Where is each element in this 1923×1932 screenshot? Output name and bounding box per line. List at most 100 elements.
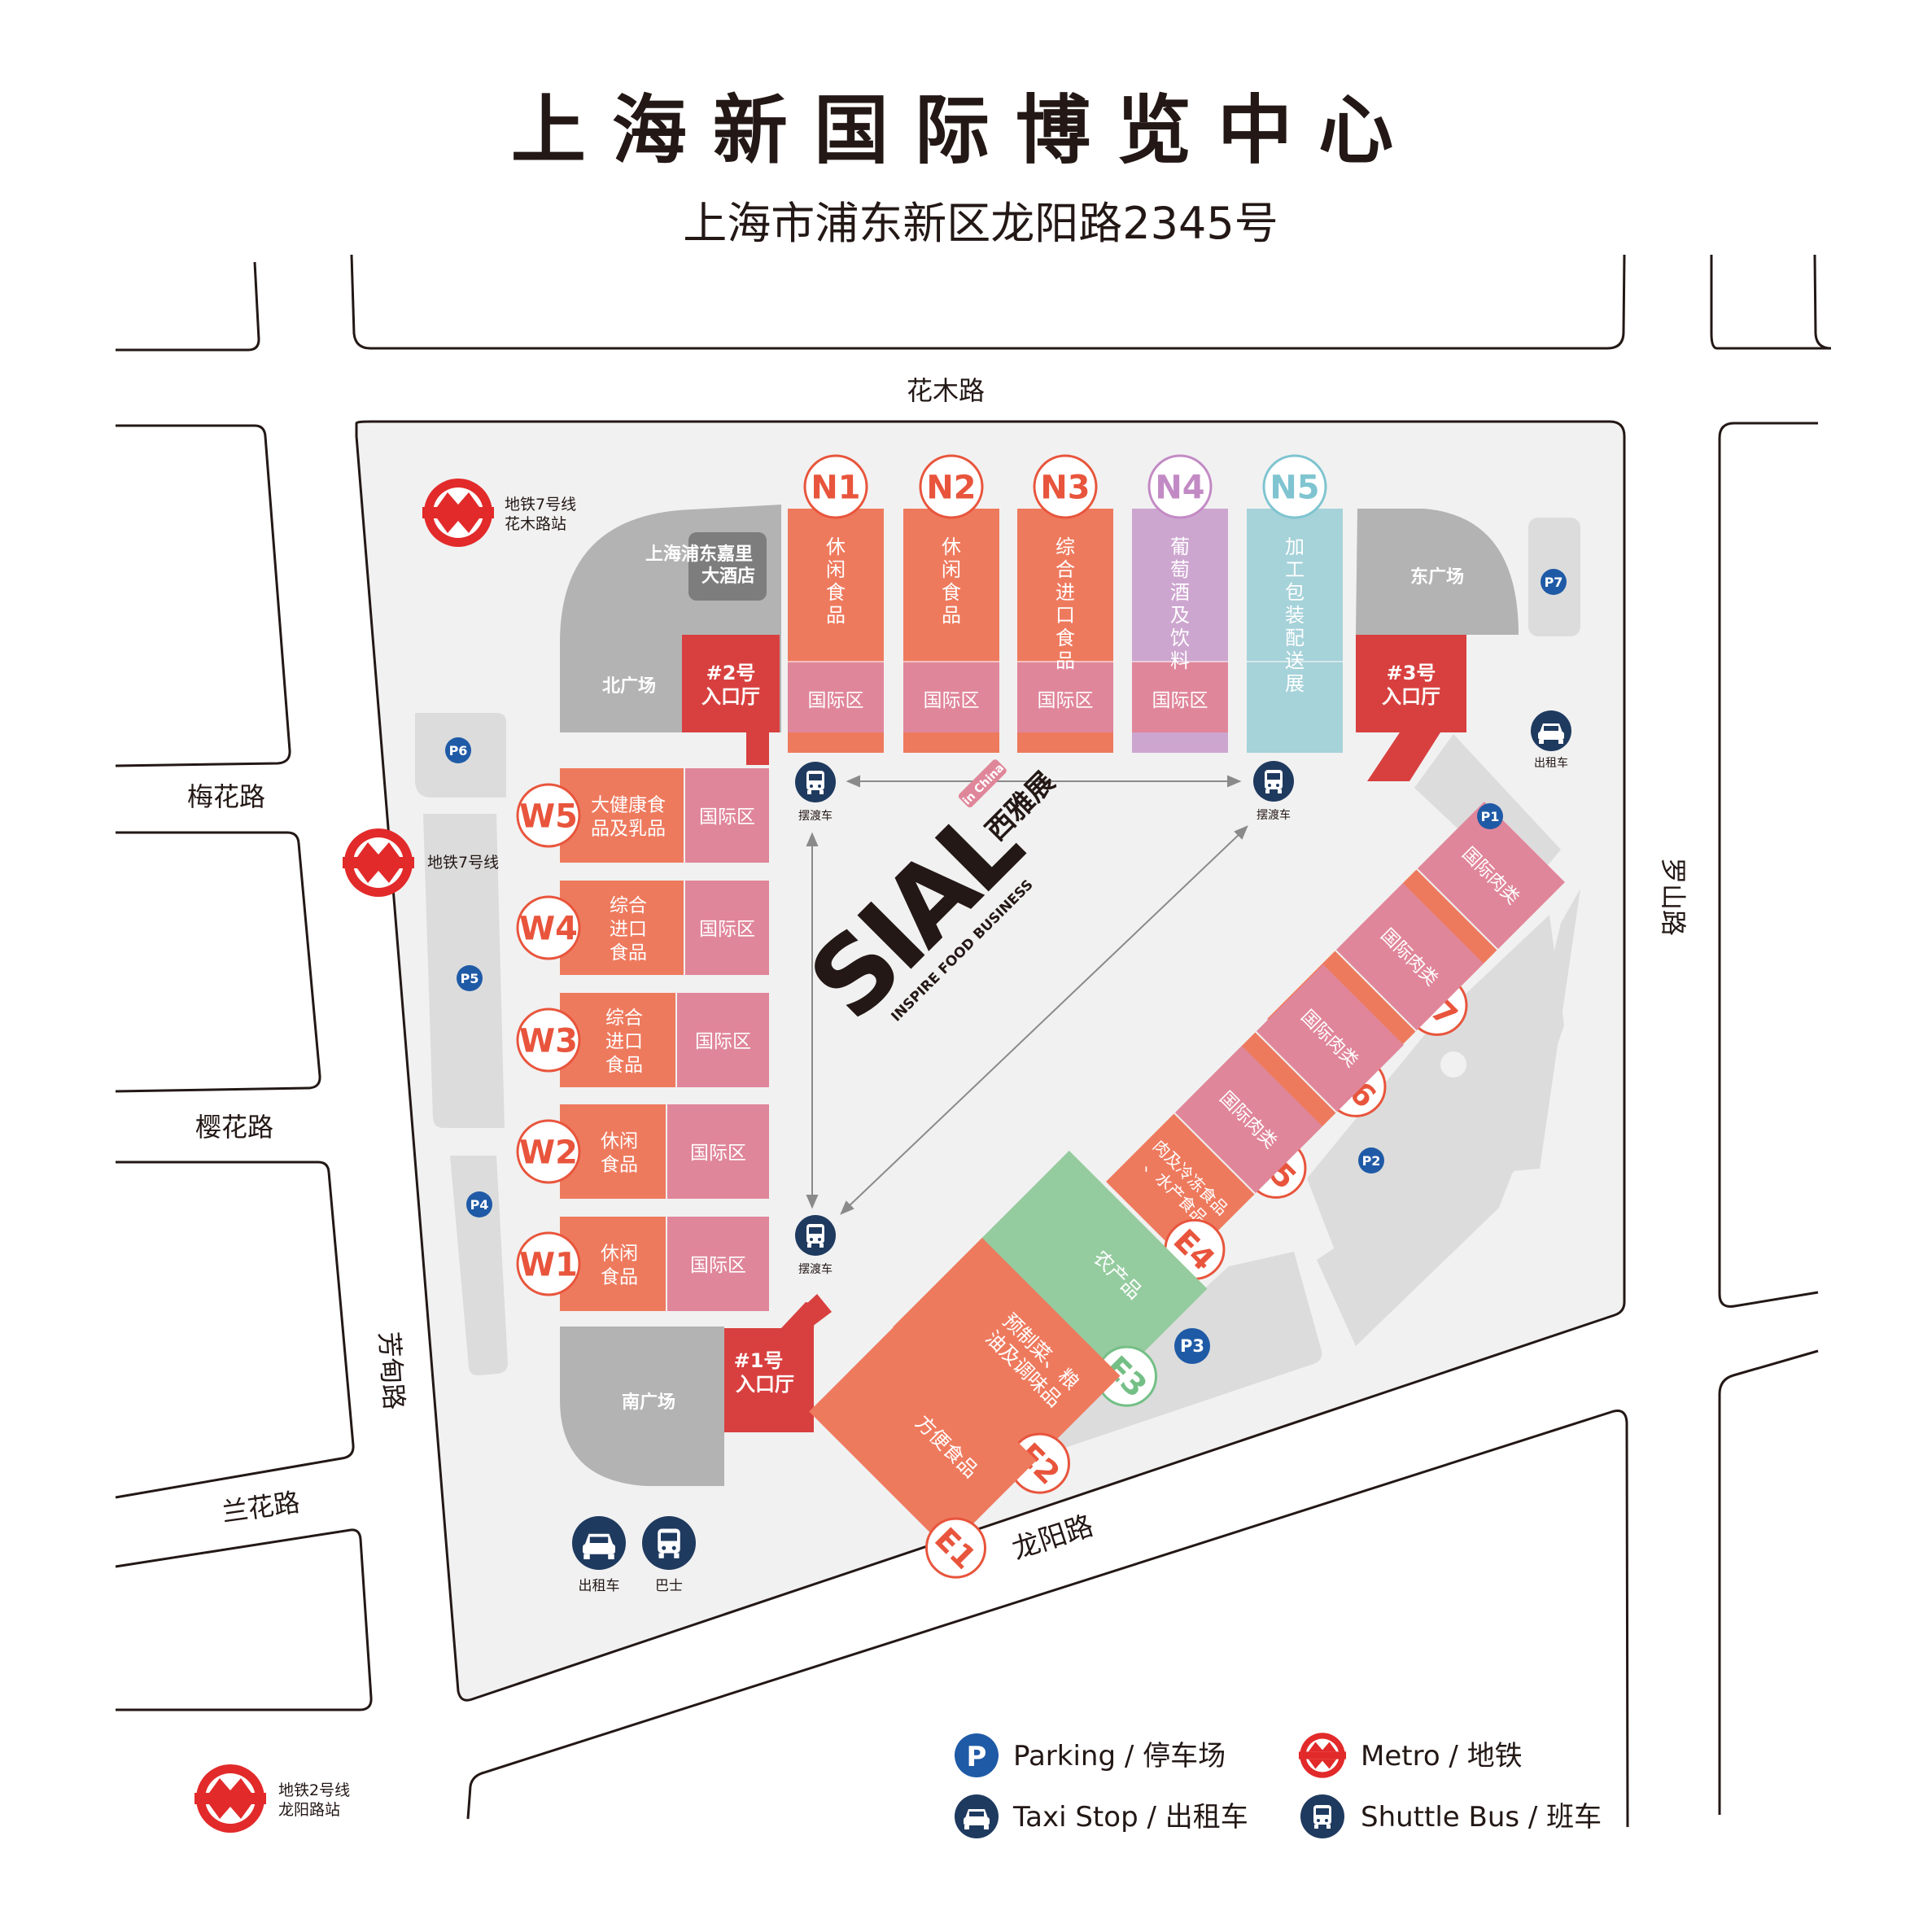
legend-shuttle: Shuttle Bus / 班车 (1300, 1794, 1602, 1838)
hall-w1-label1: 休闲 (601, 1244, 638, 1265)
svg-text:P: P (967, 1741, 987, 1773)
hall-e6-intl-zone[interactable] (1335, 883, 1484, 1031)
hall-w5-intl-zone[interactable] (685, 768, 769, 863)
parking-icon (1477, 803, 1503, 829)
east-halls: 国际肉类肉类E7国际肉类肉类E6国际肉类肉类E5国际肉类肉及冷冻食品、水产食品E… (793, 802, 1565, 1589)
hall-w3-label1: 综合 (605, 1008, 643, 1029)
shuttle-stop-sw[interactable]: 摆渡车 (795, 1215, 836, 1276)
shuttle-stop-ne[interactable]: 摆渡车 (1253, 761, 1294, 822)
hall-n2[interactable]: 国际区 休闲食品 N2 (903, 454, 999, 753)
parking-lot-p4 (450, 1156, 508, 1375)
hall-n5-badge-label: N5 (1270, 469, 1319, 506)
parking-marker-p1[interactable]: P1 (1477, 803, 1503, 829)
taxi-stop-label: 出租车 (579, 1578, 620, 1594)
bus-stop-south[interactable]: 巴士 (642, 1516, 696, 1594)
parking-marker-p2[interactable]: P2 (1358, 1147, 1384, 1174)
hall-w3-intl-zone[interactable] (677, 993, 769, 1087)
hall-w5-label2: 品及乳品 (591, 819, 666, 840)
parking-marker-label: P3 (1180, 1336, 1204, 1356)
parking-marker-p4[interactable]: P4 (466, 1191, 492, 1217)
hall-w5-badge: W5 (516, 783, 581, 848)
metro-line7[interactable]: 地铁7号线 (343, 828, 499, 897)
legend-taxi: Taxi Stop / 出租车 (955, 1794, 1248, 1838)
hall-n2-badge-label: N2 (926, 469, 976, 506)
hall-e5-intl-zone[interactable] (1256, 964, 1404, 1112)
hall-w5-intl-label: 国际区 (699, 806, 755, 828)
hall-n1-badge-label: N1 (811, 469, 860, 506)
parking-lot-p3 (1024, 1252, 1322, 1455)
parking-marker-label: P6 (449, 743, 468, 758)
taxi-stop-east[interactable]: 出租车 (1531, 710, 1571, 770)
hall-n2-intl-label: 国际区 (924, 690, 980, 711)
hall-n3-intl-zone[interactable] (1017, 662, 1113, 732)
parking-icon (955, 1733, 999, 1777)
legend-shuttle-label: Shuttle Bus / 班车 (1361, 1801, 1602, 1834)
hall-n4-intl-zone[interactable] (1132, 662, 1228, 732)
hall-n3-label: 综合进口食品 (1055, 535, 1075, 672)
metro-huamu[interactable]: 地铁7号线 花木路站 (422, 479, 576, 547)
parking-marker-p7[interactable]: P7 (1541, 569, 1567, 595)
north-plaza-label: 北广场 (602, 675, 656, 697)
hall-n5-label: 加工包装配送展 (1285, 535, 1305, 695)
taxi-stop-south[interactable]: 出租车 (572, 1516, 626, 1594)
entrance-3-line2: 入口厅 (1382, 685, 1440, 708)
legend-parking: P Parking / 停车场 (955, 1733, 1226, 1777)
hall-e4-intl-zone[interactable] (1174, 1046, 1322, 1194)
hall-n5[interactable]: 加工包装配送展 N5 (1247, 454, 1343, 753)
hall-n2-label: 休闲食品 (942, 535, 961, 627)
hall-e1-badge: E1 (924, 1517, 986, 1579)
hall-n1-intl-zone[interactable] (788, 662, 884, 732)
hotel-line2: 大酒店 (701, 566, 755, 587)
shuttle-stop-nw[interactable]: 摆渡车 (795, 762, 836, 823)
hall-w3-label2: 进口 (605, 1031, 643, 1052)
parking-icon (1358, 1147, 1384, 1174)
hall-w4-badge: W4 (516, 895, 581, 960)
parking-marker-p3[interactable]: P3 (1174, 1328, 1210, 1364)
road-label-yinghua: 樱花路 (195, 1112, 273, 1143)
parking-marker-label: P4 (470, 1197, 489, 1213)
hall-w4-intl-zone[interactable] (685, 881, 769, 975)
shuttle-stop-label: 摆渡车 (798, 809, 833, 823)
shuttle-stop-label: 摆渡车 (1257, 808, 1291, 822)
parking-marker-p5[interactable]: P5 (457, 965, 483, 991)
hall-w4-label1: 综合 (610, 895, 647, 916)
parking-lot-p2-strip (1502, 889, 1580, 1172)
hall-e7-intl-zone[interactable] (1417, 802, 1565, 950)
parking-marker-p6[interactable]: P6 (445, 737, 471, 763)
parking-icon (457, 965, 483, 991)
legend-parking-label: Parking / 停车场 (1013, 1740, 1226, 1772)
metro-longyang[interactable]: 地铁2号线 龙阳路站 (194, 1764, 350, 1833)
hall-w2-badge: W2 (516, 1119, 581, 1184)
hall-w4-badge-label: W4 (519, 910, 578, 947)
hall-w1-intl-zone[interactable] (667, 1217, 769, 1311)
metro-huamu-line: 地铁7号线 (505, 496, 576, 514)
south-plaza-label: 南广场 (622, 1392, 675, 1413)
parking-marker-label: P1 (1481, 809, 1500, 824)
road-label-fangdian: 芳甸路 (374, 1331, 410, 1410)
hall-w1-badge-label: W1 (519, 1246, 578, 1283)
legend-metro-label: Metro / 地铁 (1361, 1740, 1523, 1772)
road-label-huamu: 花木路 (907, 375, 985, 406)
hall-w3-intl-label: 国际区 (695, 1031, 751, 1052)
road-label-luoshan: 罗山路 (1658, 858, 1689, 936)
hall-n4-label: 葡萄酒及饮料 (1170, 535, 1190, 672)
hall-w2-intl-zone[interactable] (667, 1104, 769, 1199)
entrance-2-line1: #2号 (706, 662, 756, 684)
roundabout (1440, 1051, 1466, 1077)
hall-w1-intl-label: 国际区 (690, 1255, 746, 1276)
hall-n2-intl-zone[interactable] (903, 662, 999, 732)
hall-w1-badge: W1 (516, 1231, 581, 1296)
entrance-3: #3号 入口厅 (1356, 635, 1466, 781)
